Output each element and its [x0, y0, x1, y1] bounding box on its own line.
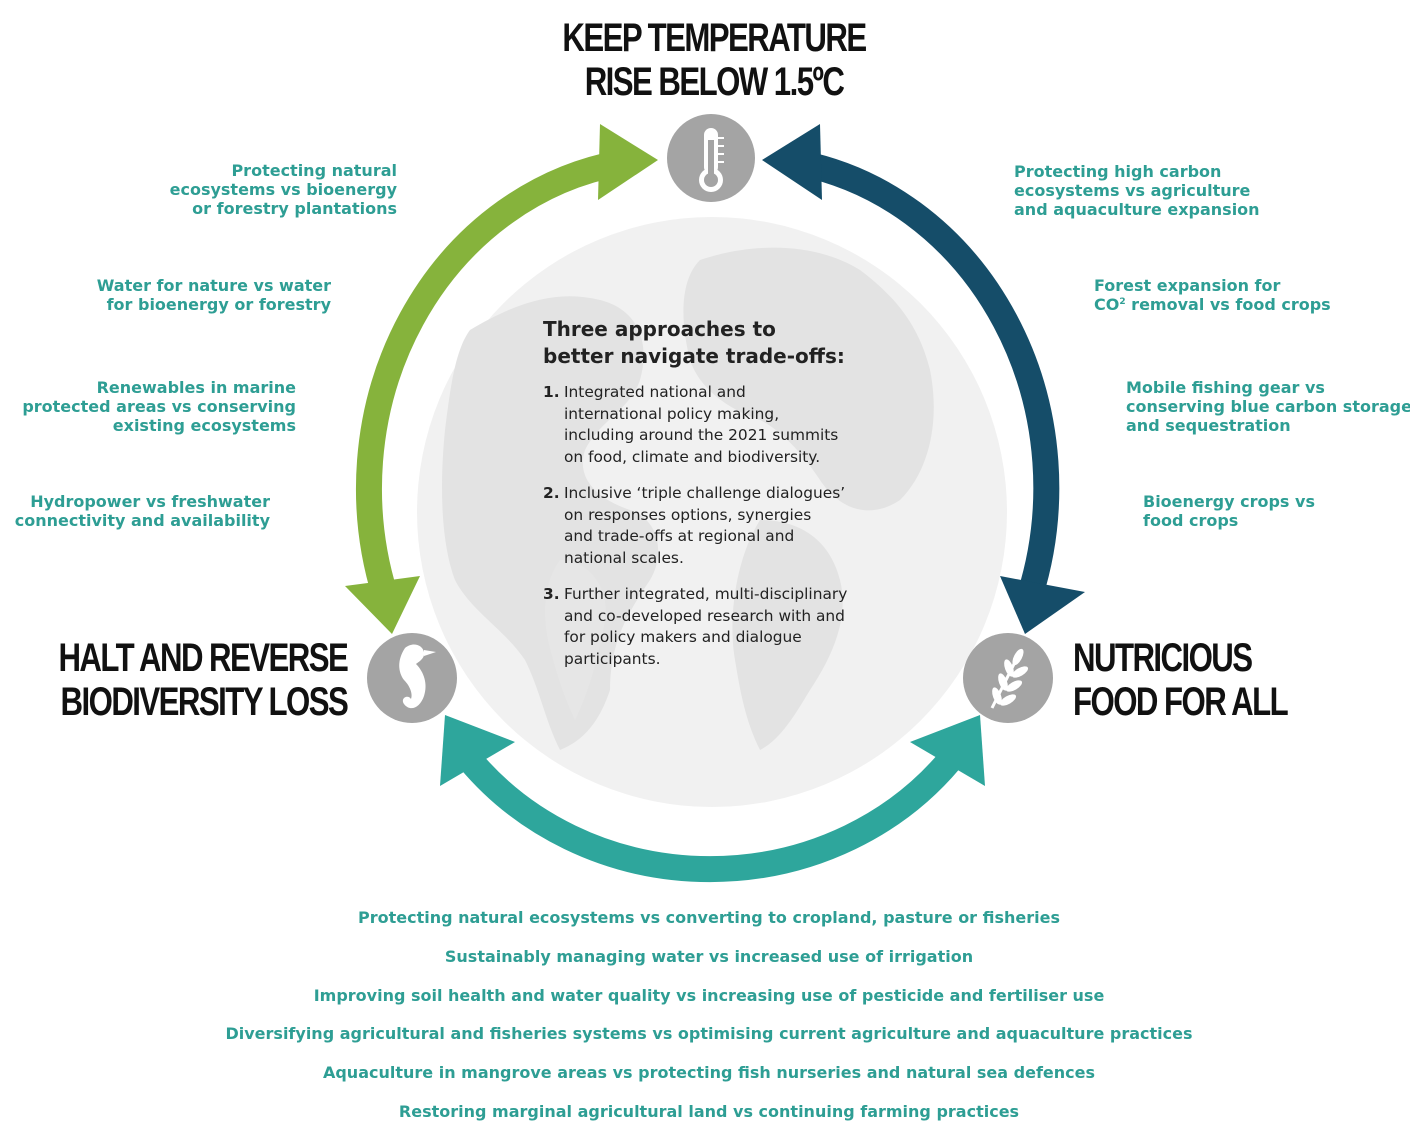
approach-line: Integrated national and: [564, 383, 746, 401]
approach-line: on responses options, synergies: [564, 505, 812, 524]
approach-number: 3.: [543, 585, 560, 603]
tradeoff-item: Protecting high carbon ecosystems vs agr…: [1014, 162, 1260, 219]
approach-line: including around the 2021 summits: [564, 426, 839, 444]
goal-title-line: HALT AND REVERSE: [58, 636, 348, 680]
thermometer-icon: [667, 114, 755, 202]
tradeoff-item: Hydropower vs freshwater connectivity an…: [15, 492, 270, 530]
approach-item: 3. Further integrated, multi-disciplinar…: [543, 584, 888, 670]
tradeoff-line: protected areas vs conserving: [22, 397, 296, 416]
tradeoff-item: Improving soil health and water quality …: [313, 985, 1105, 1005]
tradeoff-line: Water for nature vs water: [96, 276, 331, 295]
goal-title-line: RISE BELOW 1.5ºC: [584, 60, 845, 104]
green-double-arrow: [345, 124, 658, 634]
navy-double-arrow: [762, 124, 1085, 634]
tradeoff-line: connectivity and availability: [14, 511, 270, 530]
tradeoff-line: food crops: [1143, 511, 1239, 530]
goal-title-food: NUTRICIOUS FOOD FOR ALL: [1073, 636, 1289, 724]
tradeoff-line: Renewables in marine: [96, 378, 296, 397]
tradeoff-item: Sustainably managing water vs increased …: [444, 946, 974, 966]
tradeoff-line-rest: removal vs food crops: [1125, 295, 1331, 314]
tradeoff-item: Mobile fishing gear vs conserving blue c…: [1126, 378, 1410, 435]
goal-title-line: NUTRICIOUS: [1073, 636, 1253, 680]
tradeoff-line: and aquaculture expansion: [1014, 200, 1260, 219]
approaches-title-line: Three approaches to: [543, 317, 776, 341]
tradeoff-line: CO2 removal vs food crops: [1094, 295, 1331, 314]
co2-subscript: 2: [1119, 297, 1126, 307]
approach-line: on food, climate and biodiversity.: [564, 447, 821, 466]
approaches-title: Three approaches to better navigate trad…: [543, 316, 888, 370]
tradeoff-line: existing ecosystems: [112, 416, 296, 435]
tradeoff-item: Water for nature vs water for bioenergy …: [97, 276, 331, 314]
tradeoff-item: Protecting natural ecosystems vs bioener…: [170, 161, 397, 218]
approaches-title-line: better navigate trade-offs:: [543, 344, 845, 368]
approach-line: for policy makers and dialogue: [564, 628, 802, 646]
goal-title-line: BIODIVERSITY LOSS: [60, 680, 348, 724]
tradeoff-line: Protecting high carbon: [1014, 162, 1222, 181]
tradeoff-line: Mobile fishing gear vs: [1126, 378, 1325, 397]
tradeoff-item: Protecting natural ecosystems vs convert…: [357, 908, 1061, 927]
approach-line: national scales.: [564, 548, 684, 567]
approach-line: Inclusive ‘triple challenge dialogues’: [564, 484, 846, 502]
tradeoff-item: Renewables in marine protected areas vs …: [22, 378, 296, 435]
tradeoff-line: Bioenergy crops vs: [1143, 492, 1315, 511]
approach-line: international policy making,: [564, 404, 780, 423]
approach-number: 2.: [543, 484, 560, 502]
approach-line: and co-developed research with and: [564, 606, 845, 625]
goal-title-temperature: KEEP TEMPERATURE RISE BELOW 1.5ºC: [550, 16, 878, 104]
co2-text: CO: [1094, 295, 1120, 314]
tradeoff-line: for bioenergy or forestry: [106, 295, 331, 314]
tradeoff-item: Bioenergy crops vs food crops: [1143, 492, 1315, 530]
tradeoff-line: Forest expansion for: [1094, 276, 1281, 295]
approaches-box: Three approaches to better navigate trad…: [543, 316, 888, 685]
seahorse-icon: [367, 633, 457, 723]
wheat-icon: [963, 633, 1053, 723]
goal-title-line: KEEP TEMPERATURE: [562, 16, 867, 60]
tradeoff-line: ecosystems vs bioenergy: [169, 180, 397, 199]
tradeoff-line: Hydropower vs freshwater: [30, 492, 270, 511]
approach-item: 2. Inclusive ‘triple challenge dialogues…: [543, 483, 888, 569]
approach-line: and trade-offs at regional and: [564, 527, 795, 545]
tradeoff-item: Restoring marginal agricultural land vs …: [398, 1101, 1020, 1121]
approach-line: Further integrated, multi-disciplinary: [564, 585, 848, 603]
tradeoff-item: Aquaculture in mangrove areas vs protect…: [322, 1063, 1096, 1083]
teal-double-arrow: [440, 715, 985, 883]
tradeoff-line: conserving blue carbon storage: [1126, 397, 1410, 416]
tradeoff-line: ecosystems vs agriculture: [1014, 181, 1251, 200]
bottom-tradeoff-list: Protecting natural ecosystems vs convert…: [0, 908, 1410, 1141]
tradeoff-item: Forest expansion for CO2 removal vs food…: [1094, 276, 1331, 314]
globe-background: [417, 217, 1007, 807]
tradeoff-line: and sequestration: [1126, 416, 1291, 435]
approach-item: 1. Integrated national and international…: [543, 382, 888, 468]
goal-title-biodiversity: HALT AND REVERSE BIODIVERSITY LOSS: [58, 636, 348, 724]
tradeoff-line: or forestry plantations: [192, 199, 397, 218]
goal-title-line: FOOD FOR ALL: [1073, 680, 1289, 724]
approach-line: participants.: [564, 649, 661, 668]
tradeoff-item: Diversifying agricultural and fisheries …: [225, 1024, 1193, 1044]
tradeoff-line: Protecting natural: [231, 161, 397, 180]
approach-number: 1.: [543, 383, 560, 401]
